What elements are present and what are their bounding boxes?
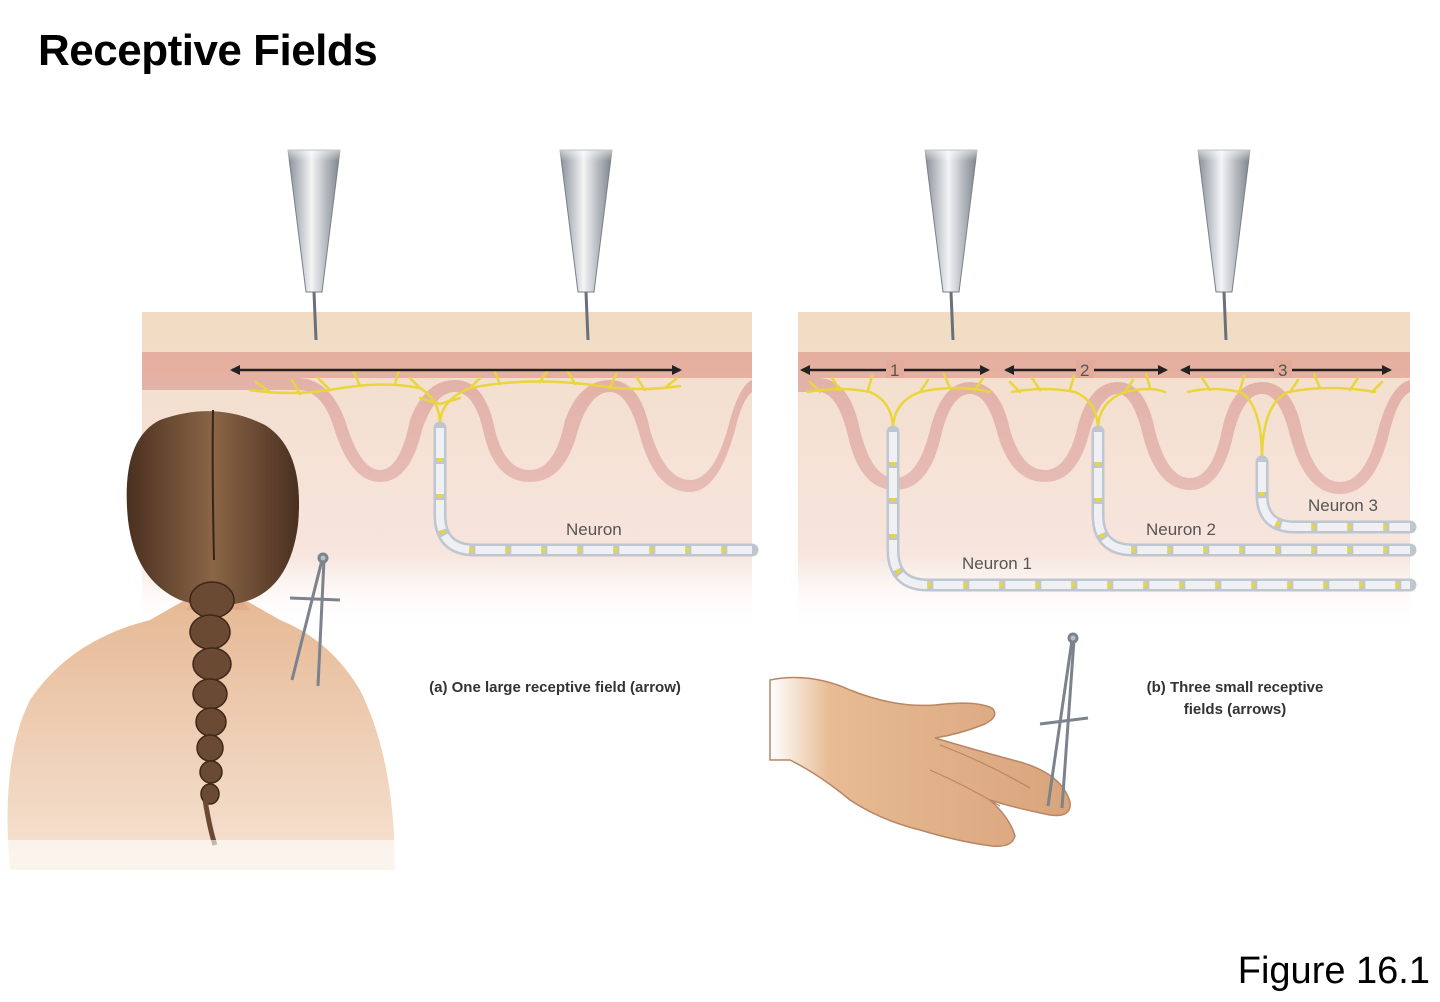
neuron-label-3: Neuron 3 xyxy=(1308,496,1378,515)
axon-neuron-1 xyxy=(886,425,1417,592)
neuron-label-a: Neuron xyxy=(566,520,622,539)
probe-a-right xyxy=(552,140,622,341)
caption-panel-b-line1: (b) Three small receptive xyxy=(1146,679,1324,696)
probe-b-left xyxy=(917,140,987,341)
hand-illustration xyxy=(769,676,1071,848)
neuron-label-1: Neuron 1 xyxy=(962,554,1032,573)
field-number-1: 1 xyxy=(890,361,899,380)
caliper-a xyxy=(289,552,341,687)
caption-panel-b: (b) Three small receptive fields (arrows… xyxy=(1090,677,1380,721)
probe-a-left xyxy=(280,140,350,341)
caption-panel-a: (a) One large receptive field (arrow) xyxy=(429,679,681,696)
nerve-endings-b xyxy=(806,372,1384,462)
axon-neuron-3 xyxy=(1255,455,1417,534)
caliper-b xyxy=(1039,632,1089,809)
axon-a xyxy=(433,421,759,557)
field-number-3: 3 xyxy=(1278,361,1287,380)
nerve-ending-a xyxy=(248,368,682,427)
caption-panel-b-line2: fields (arrows) xyxy=(1183,701,1287,718)
page-title: Receptive Fields xyxy=(38,26,378,75)
probe-b-right xyxy=(1190,140,1260,341)
axon-neuron-2 xyxy=(1091,425,1417,557)
woman-back-illustration xyxy=(0,409,410,880)
neuron-label-2: Neuron 2 xyxy=(1146,520,1216,539)
field-number-2: 2 xyxy=(1080,361,1089,380)
figure-label: Figure 16.1 xyxy=(1237,950,1430,992)
